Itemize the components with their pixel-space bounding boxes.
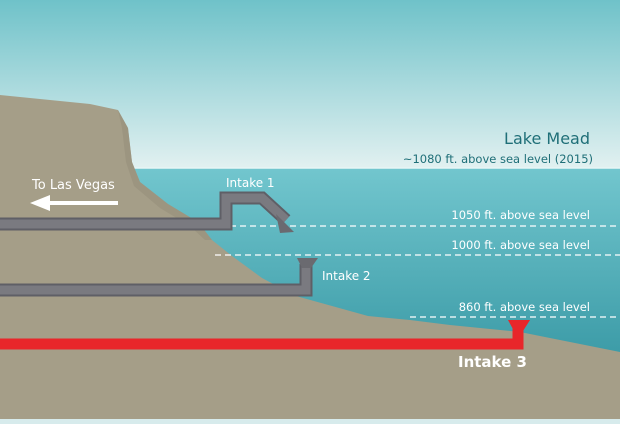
level-label-860: 860 ft. above sea level [459,300,590,314]
lake-name: Lake Mead [504,129,590,148]
level-label-1000: 1000 ft. above sea level [451,238,590,252]
intake-2-pipe [0,258,318,297]
intake-1-mouth [276,214,294,233]
intake-3-pipe [0,320,530,350]
intake-2-mouth [297,258,318,268]
arrow-left-icon [30,195,118,211]
intake-2-label: Intake 2 [322,269,371,283]
cliff-shadow [118,110,212,240]
rock-terrain [0,95,620,419]
intake-3-label: Intake 3 [458,353,527,371]
lake-level-note: ~1080 ft. above sea level (2015) [403,152,593,166]
intake-1-label: Intake 1 [226,176,275,190]
intake-3-mouth [508,320,530,331]
intake-1-pipe [0,191,294,233]
direction-label: To Las Vegas [31,178,115,193]
level-label-1050: 1050 ft. above sea level [451,208,590,222]
